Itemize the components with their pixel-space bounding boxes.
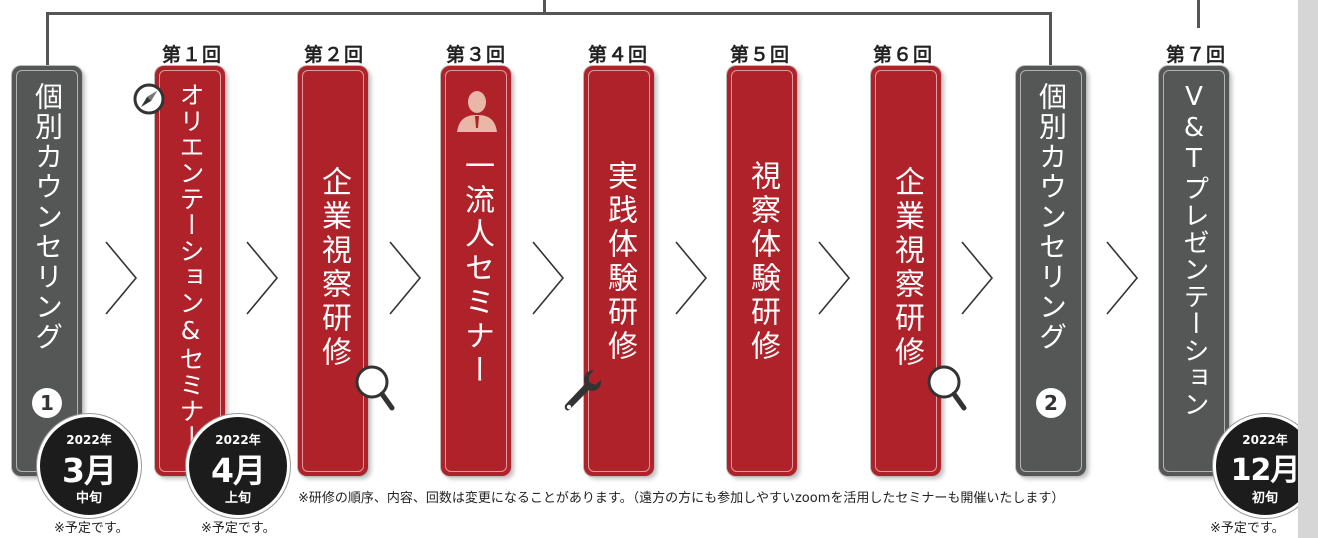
connector-left-drop	[46, 12, 49, 72]
step-number-badge: 2	[1036, 388, 1066, 418]
badge-year: 2022年	[1242, 433, 1288, 447]
step-title: 個別カウンセリング	[31, 82, 64, 352]
badge-month: 4月	[211, 451, 266, 490]
connector-center-up	[543, 0, 546, 14]
scrollbar[interactable]	[1298, 0, 1318, 538]
badge-period: 中旬	[75, 491, 102, 506]
step-title: 企業視察研修	[889, 166, 924, 370]
connector-far-right	[1197, 0, 1200, 28]
step-label-7: 第７回	[1165, 44, 1226, 66]
step-label-6: 第６回	[872, 44, 933, 66]
badge-year: 2022年	[66, 433, 112, 447]
step-top-person-seminar: 一流人セミナー	[441, 66, 511, 476]
step-orientation-seminar: オリエンテーション&セミナー	[155, 66, 225, 476]
tentative-note: ※予定です。	[1210, 521, 1285, 536]
wrench-icon	[564, 370, 602, 411]
step-title: 個別カウンセリング	[1035, 82, 1068, 352]
person-icon	[457, 91, 497, 132]
step-number-badge: 1	[32, 388, 62, 418]
date-badge-march: 2022年 3月 中旬	[37, 414, 141, 518]
step-company-visit-2: 企業視察研修	[871, 66, 941, 476]
badge-period: 上旬	[224, 491, 251, 506]
step-label-1: 第１回	[161, 44, 222, 66]
tentative-note: ※予定です。	[54, 521, 129, 536]
badge-month: 12月	[1230, 453, 1301, 488]
chevron-right-icon	[389, 241, 422, 315]
compass-icon	[133, 83, 165, 115]
step-vt-presentation: V&Tプレゼンテーション	[1159, 66, 1229, 476]
step-label-2: 第２回	[303, 44, 364, 66]
chevron-right-icon	[675, 241, 708, 315]
step-inspection-experience: 視察体験研修	[727, 66, 797, 476]
step-title: 企業視察研修	[316, 166, 351, 370]
chevron-right-icon	[246, 241, 279, 315]
connector-right-drop	[1049, 12, 1052, 72]
step-title: 視察体験研修	[745, 160, 780, 364]
chevron-right-icon	[532, 241, 565, 315]
step-counseling-2: 個別カウンセリング 2	[1016, 66, 1086, 476]
badge-year: 2022年	[215, 433, 261, 447]
step-label-5: 第５回	[729, 44, 790, 66]
step-label-4: 第４回	[587, 44, 648, 66]
step-counseling-1: 個別カウンセリング 1	[12, 66, 82, 476]
tentative-note: ※予定です。	[201, 521, 276, 536]
step-practical-training: 実践体験研修	[584, 66, 654, 476]
step-title: 実践体験研修	[602, 160, 637, 364]
chevron-right-icon	[818, 241, 851, 315]
chevron-right-icon	[1106, 241, 1139, 315]
chevron-right-icon	[961, 241, 994, 315]
step-title: オリエンテーション&セミナー	[176, 82, 205, 450]
schedule-change-note: ※研修の順序、内容、回数は変更になることがあります。（遠方の方にも参加しやすいz…	[298, 491, 1065, 506]
connector-top-line	[46, 12, 1052, 15]
date-badge-april: 2022年 4月 上旬	[186, 414, 290, 518]
step-company-visit-1: 企業視察研修	[298, 66, 368, 476]
chevron-right-icon	[105, 241, 138, 315]
step-label-3: 第３回	[445, 44, 506, 66]
magnifier-icon	[355, 365, 395, 411]
badge-month: 3月	[62, 451, 117, 490]
step-title: V&Tプレゼンテーション	[1179, 82, 1209, 418]
step-title: 一流人セミナー	[459, 150, 494, 388]
badge-period: 初旬	[1251, 491, 1278, 506]
magnifier-icon	[927, 365, 967, 411]
